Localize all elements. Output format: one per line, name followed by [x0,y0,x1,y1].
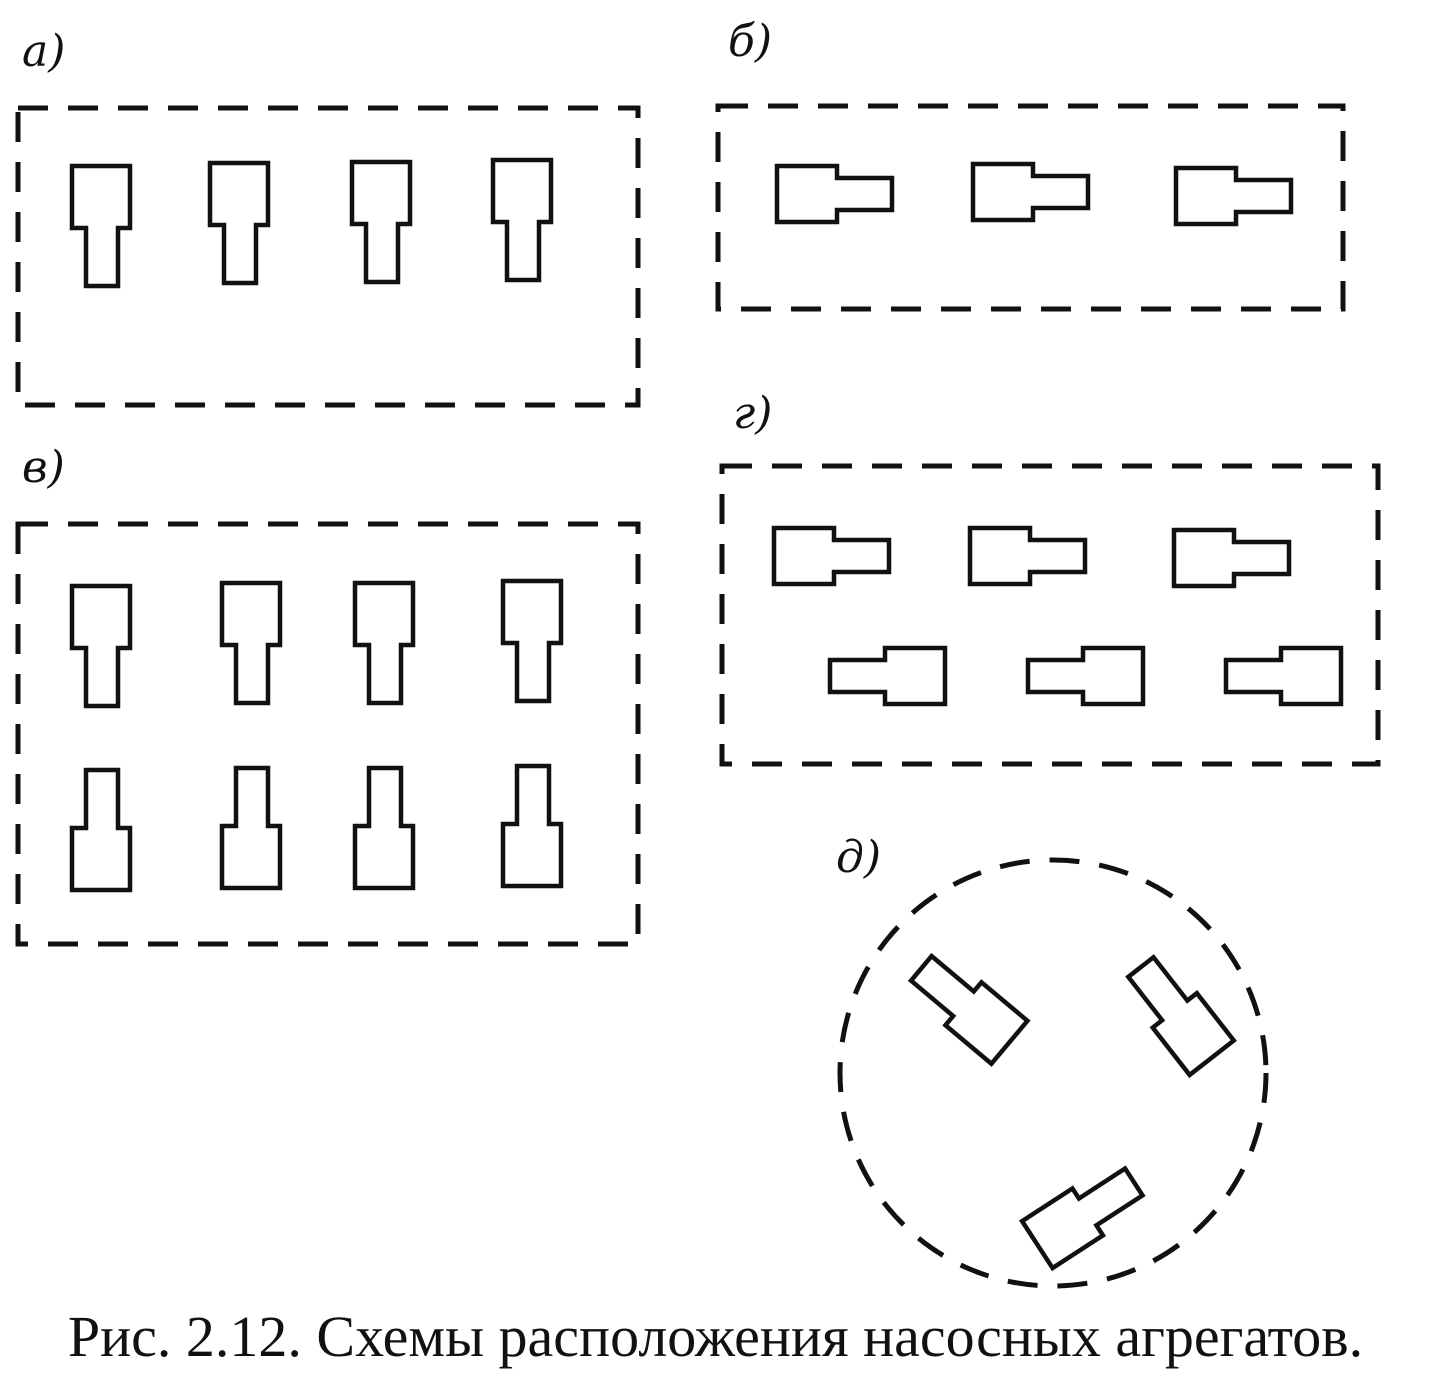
panel-g: г) [719,388,1381,767]
pump-unit [1022,1158,1149,1268]
panel-b-frame [715,103,1346,312]
panel-a: а) [15,26,641,408]
pump-unit [1028,648,1143,704]
panel-d: д) [836,832,1269,1289]
panel-v-frame [15,521,641,947]
pump-unit [493,160,551,280]
pump-unit [1174,530,1289,586]
pump-unit [222,768,280,888]
pump-unit [222,583,280,703]
panel-v: в) [15,442,641,947]
pump-unit [1119,950,1234,1075]
pump-unit [973,164,1088,220]
pump-unit [210,163,268,283]
panel-g-frame [719,463,1381,767]
panel-a-frame [15,105,641,408]
figure-caption: Рис. 2.12. Схемы расположения насосных а… [67,1304,1364,1369]
pump-unit [503,581,561,701]
pump-unit [352,162,410,282]
pump-unit [903,947,1027,1064]
pump-unit [355,768,413,888]
pump-unit [72,586,130,706]
pump-unit [72,770,130,890]
pump-unit [830,648,945,704]
pump-unit [72,166,130,286]
pump-unit [355,583,413,703]
pump-unit [1176,168,1291,224]
panel-a-label: а) [22,26,65,77]
panel-g-label: г) [733,388,772,439]
panel-d-label: д) [836,832,881,883]
pump-unit [970,528,1085,584]
pump-unit [777,166,892,222]
panel-v-label: в) [22,442,65,493]
pump-unit [503,766,561,886]
panel-d-frame [837,857,1269,1289]
panel-b: б) [715,16,1346,312]
pump-unit [1226,648,1341,704]
pump-unit [774,528,889,584]
panel-b-label: б) [728,16,772,67]
